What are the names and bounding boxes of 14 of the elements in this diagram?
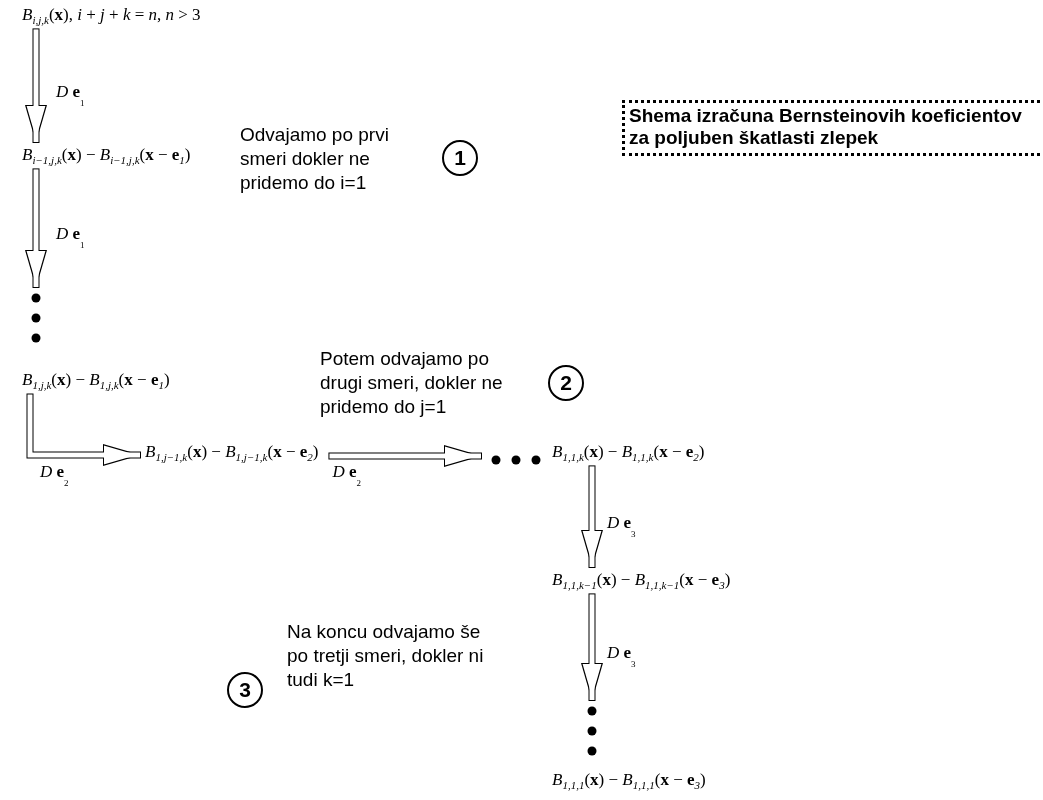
- step-number-circle: 3: [227, 672, 263, 708]
- title: Shema izračuna Bernsteinovih koeficientov za poljuben škatlasti zlepek: [622, 100, 1043, 156]
- formula: B$_{i−1,j,k}$(x) − B$_{i−1,j,k}$(x − e$_{1}$): [22, 145, 191, 167]
- annotation-text: Odvajamo po prvi smeri dokler ne pridemo do i=1: [240, 123, 390, 195]
- step-number-circle: 1: [442, 140, 478, 176]
- formula: B$_{1,1,k}$(x) − B$_{1,1,k}$(x − e$_{2}$): [552, 442, 705, 464]
- formula: B$_{1,1,1}$(x) − B$_{1,1,1}$(x − e$_{3}$): [552, 770, 706, 792]
- formula: B$_{1,j−1,k}$(x) − B$_{1,j−1,k}$(x − e$_{2}$): [145, 442, 319, 464]
- step-number-circle: 2: [548, 365, 584, 401]
- annotation-text: Potem odvajamo po drugi smeri, dokler ne pridemo do j=1: [320, 347, 504, 419]
- annotation-text: Na koncu odvajamo še po tretji smeri, dokler ni tudi k=1: [287, 620, 485, 692]
- formula: B$_{1,j,k}$(x) − B$_{1,j,k}$(x − e$_{1}$): [22, 370, 170, 392]
- formula: B$_{i,j,k}$(x), i + j + k = n, n > 3: [22, 5, 201, 27]
- formula: B$_{1,1,k−1}$(x) − B$_{1,1,k−1}$(x − e$_{3}$): [552, 570, 731, 592]
